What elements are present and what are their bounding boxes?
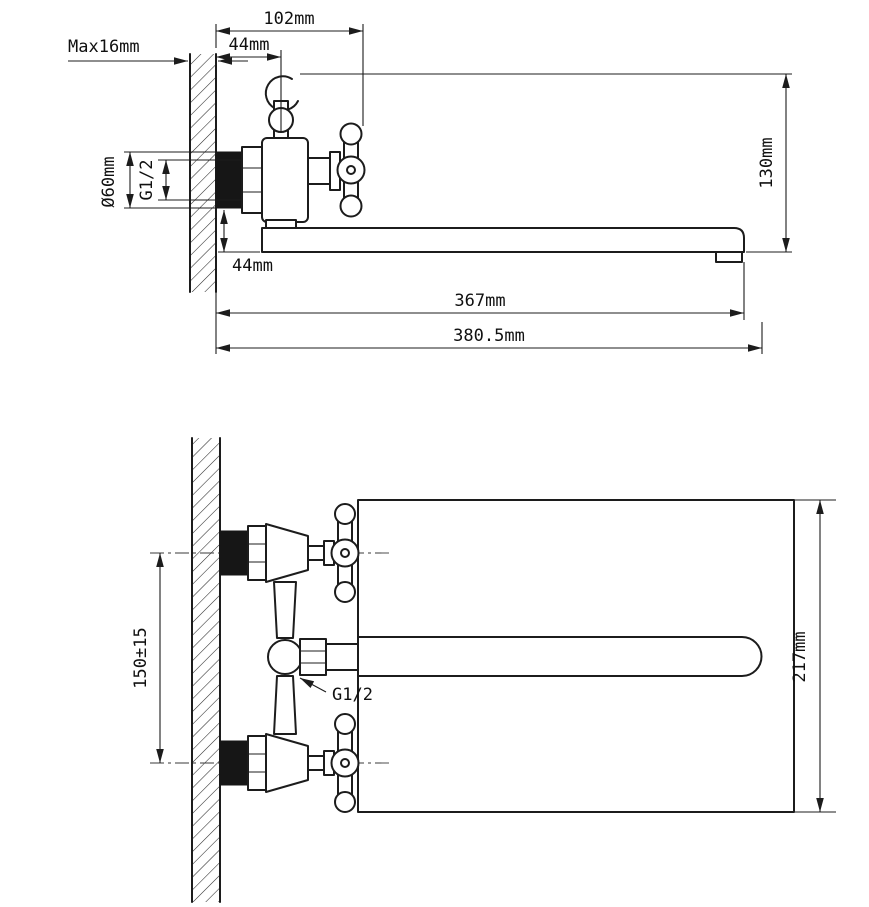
dim-label-g12-side: G1/2 <box>137 160 157 201</box>
side-view: 102mm 44mm Max16mm Ø60mm G1/2 <box>68 9 792 354</box>
dim-spout-drop: 44mm <box>218 210 273 276</box>
dim-label-150: 150±15 <box>131 627 151 688</box>
dim-label-44mm-top: 44mm <box>229 35 270 55</box>
dim-label-217mm: 217mm <box>790 631 810 682</box>
dim-width-inner: 44mm <box>216 35 282 132</box>
wall-section-side <box>189 53 217 293</box>
dim-width-overall: 102mm <box>215 9 364 126</box>
dim-swivel-height: 217mm <box>790 499 836 813</box>
dim-thread-front: G1/2 <box>299 677 373 705</box>
dim-label-380-5mm: 380.5mm <box>453 326 525 346</box>
dim-thread-side: G1/2 <box>137 159 242 201</box>
upper-valve-assembly <box>219 503 360 603</box>
body-column <box>267 581 359 735</box>
dim-label-130mm: 130mm <box>757 137 777 188</box>
dim-label-g12-front: G1/2 <box>332 685 373 705</box>
cross-handle-lower <box>330 713 360 813</box>
spout-collar <box>325 643 359 671</box>
dim-wall-thickness: Max16mm <box>68 37 248 65</box>
cross-handle-upper <box>330 503 360 603</box>
mounting-nut <box>241 146 263 214</box>
front-view: 150±15 G1/2 217mm <box>131 437 836 903</box>
eccentric-upper <box>219 530 249 576</box>
wall-hatch <box>190 54 216 292</box>
dim-height-overall: 130mm <box>300 73 792 253</box>
dim-label-44mm-spout: 44mm <box>232 256 273 276</box>
dim-label-max16mm: Max16mm <box>68 37 140 57</box>
cross-handle-side <box>307 122 366 218</box>
spout-ball-joint <box>267 639 303 675</box>
dim-label-dia60mm: Ø60mm <box>99 156 119 207</box>
dim-spout-reach: 367mm <box>215 262 745 354</box>
dim-reach-overall: 380.5mm <box>216 322 763 354</box>
spout-outlet <box>715 251 743 263</box>
dim-label-367mm: 367mm <box>454 291 505 311</box>
dim-flange-diameter: Ø60mm <box>99 151 216 209</box>
wall-section-front <box>191 437 221 903</box>
dim-mounting-centers: 150±15 <box>131 553 164 763</box>
spout-side <box>261 219 745 263</box>
lower-valve-assembly <box>219 713 360 813</box>
valve-body <box>261 137 309 223</box>
spout-front <box>357 636 763 677</box>
eccentric-lower <box>219 740 249 786</box>
dim-label-102mm: 102mm <box>263 9 314 29</box>
spout-nut <box>299 638 327 676</box>
wall-hatch-front <box>192 438 220 902</box>
faucet-side-profile <box>215 75 745 263</box>
